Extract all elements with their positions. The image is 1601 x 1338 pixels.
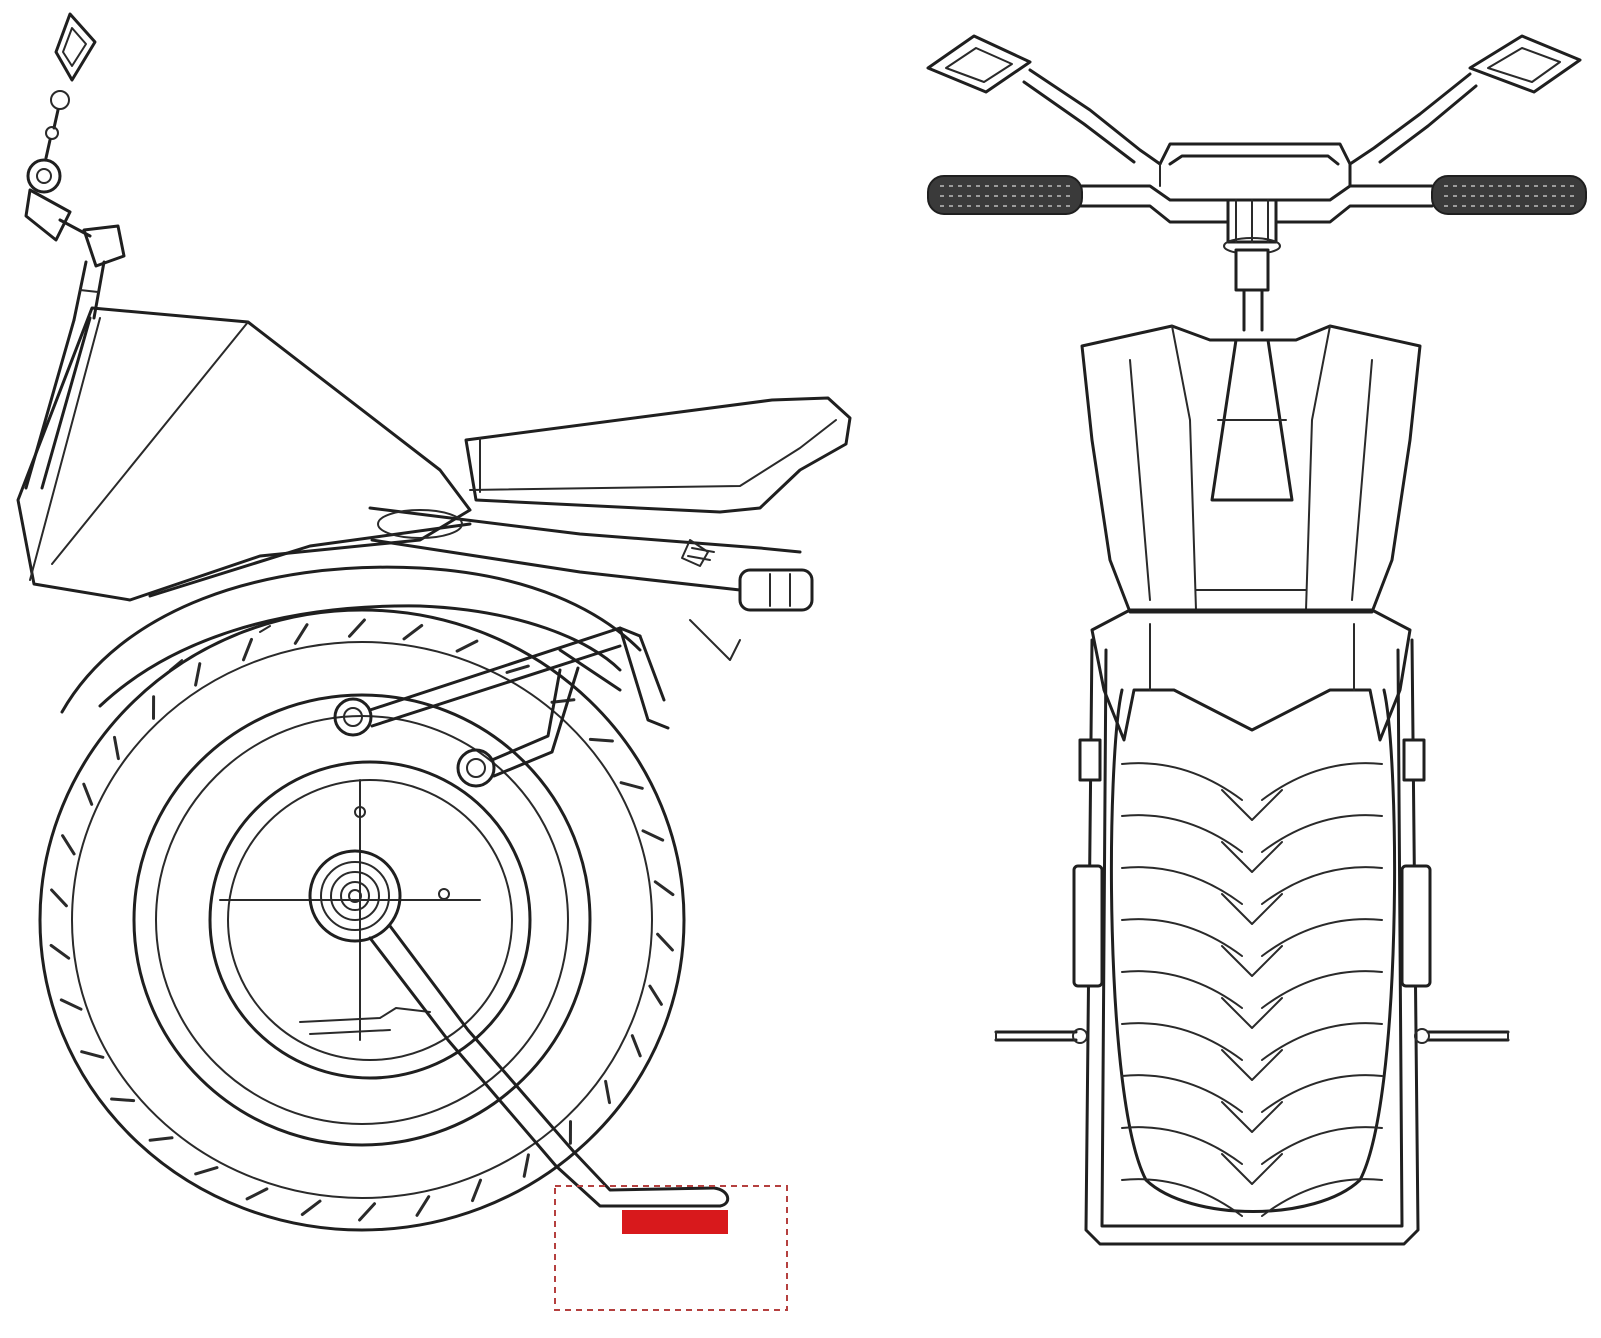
front-tread-center bbox=[1221, 1101, 1283, 1133]
tread-mark bbox=[242, 637, 253, 662]
right-grip bbox=[1431, 175, 1587, 215]
tread-mark bbox=[619, 781, 644, 790]
front-tread-chevron bbox=[1121, 814, 1243, 853]
front-tread-chevron bbox=[1261, 1074, 1383, 1113]
tread-mark bbox=[604, 1079, 611, 1105]
front-tread-chevron bbox=[1121, 970, 1243, 1009]
tread-mark bbox=[653, 880, 675, 897]
seat bbox=[464, 396, 852, 514]
side-view bbox=[16, 12, 852, 1311]
front-tread-center bbox=[1221, 997, 1283, 1029]
tread-mark bbox=[348, 618, 366, 638]
front-tire bbox=[1109, 688, 1397, 1217]
tread-mark bbox=[522, 1153, 530, 1178]
front-stem bbox=[1223, 198, 1281, 332]
kickstand bbox=[368, 924, 730, 1208]
front-tread-center bbox=[1221, 789, 1283, 821]
front-tread-center bbox=[1221, 1049, 1283, 1081]
front-tire-treads bbox=[1121, 762, 1383, 1217]
hub-motor bbox=[308, 849, 402, 943]
tread-mark bbox=[49, 943, 71, 960]
front-tread-chevron bbox=[1261, 970, 1383, 1009]
tread-mark bbox=[402, 624, 424, 641]
front-tread-chevron bbox=[1121, 1074, 1243, 1113]
side-mirror bbox=[24, 12, 126, 268]
front-tread-chevron bbox=[1121, 1178, 1243, 1217]
tread-mark bbox=[61, 834, 76, 856]
front-tread-center bbox=[1221, 893, 1283, 925]
front-fork bbox=[1072, 638, 1432, 1246]
front-tread-chevron bbox=[1261, 918, 1383, 957]
suspension-arms bbox=[333, 619, 741, 788]
tread-mark bbox=[110, 1097, 136, 1103]
front-tread-chevron bbox=[1261, 1022, 1383, 1061]
front-tread-chevron bbox=[1261, 1178, 1383, 1217]
handlebar bbox=[927, 142, 1587, 224]
front-tread-chevron bbox=[1121, 1126, 1243, 1165]
tread-mark bbox=[641, 829, 665, 842]
tread-mark bbox=[113, 735, 120, 761]
tire-treads bbox=[49, 618, 675, 1222]
front-tread-center bbox=[1221, 1153, 1283, 1185]
front-fender bbox=[1090, 608, 1412, 742]
tread-mark bbox=[82, 782, 94, 806]
front-tread-center bbox=[1221, 945, 1283, 977]
front-tread-chevron bbox=[1261, 866, 1383, 905]
foot-pegs bbox=[994, 1028, 1510, 1044]
front-mirrors bbox=[926, 34, 1582, 166]
tread-mark bbox=[293, 623, 309, 645]
front-tread-chevron bbox=[1121, 866, 1243, 905]
tread-mark bbox=[80, 1050, 105, 1059]
tread-mark bbox=[358, 1202, 376, 1222]
frame-rails bbox=[368, 506, 814, 612]
tread-mark bbox=[415, 1195, 431, 1217]
front-tread-chevron bbox=[1121, 1022, 1243, 1061]
front-tread-chevron bbox=[1261, 814, 1383, 853]
tread-mark bbox=[59, 998, 83, 1011]
tread-mark bbox=[148, 1136, 174, 1142]
tread-mark bbox=[300, 1199, 322, 1216]
kickstand-foot-highlight bbox=[622, 1210, 728, 1234]
tread-mark bbox=[505, 664, 530, 674]
steering-column bbox=[24, 260, 106, 490]
front-tread-chevron bbox=[1261, 1126, 1383, 1165]
tread-mark bbox=[648, 984, 663, 1006]
front-tread-chevron bbox=[1261, 762, 1383, 801]
tread-mark bbox=[50, 888, 68, 908]
tread-mark bbox=[630, 1034, 642, 1058]
body-fairing bbox=[16, 306, 472, 602]
front-body bbox=[1080, 324, 1422, 614]
highlight-callout-box bbox=[554, 1185, 788, 1311]
tread-mark bbox=[656, 932, 674, 952]
tread-mark bbox=[194, 1166, 219, 1176]
tread-mark bbox=[471, 1178, 482, 1203]
side-tire bbox=[38, 608, 686, 1232]
tread-mark bbox=[455, 639, 479, 653]
tread-mark bbox=[245, 1187, 269, 1201]
front-view bbox=[926, 34, 1587, 1246]
tread-mark bbox=[194, 662, 202, 687]
fender bbox=[60, 565, 642, 714]
left-grip bbox=[927, 175, 1083, 215]
front-tread-center bbox=[1221, 841, 1283, 873]
front-tread-chevron bbox=[1121, 918, 1243, 957]
front-tread-chevron bbox=[1121, 762, 1243, 801]
tread-mark bbox=[588, 737, 614, 743]
